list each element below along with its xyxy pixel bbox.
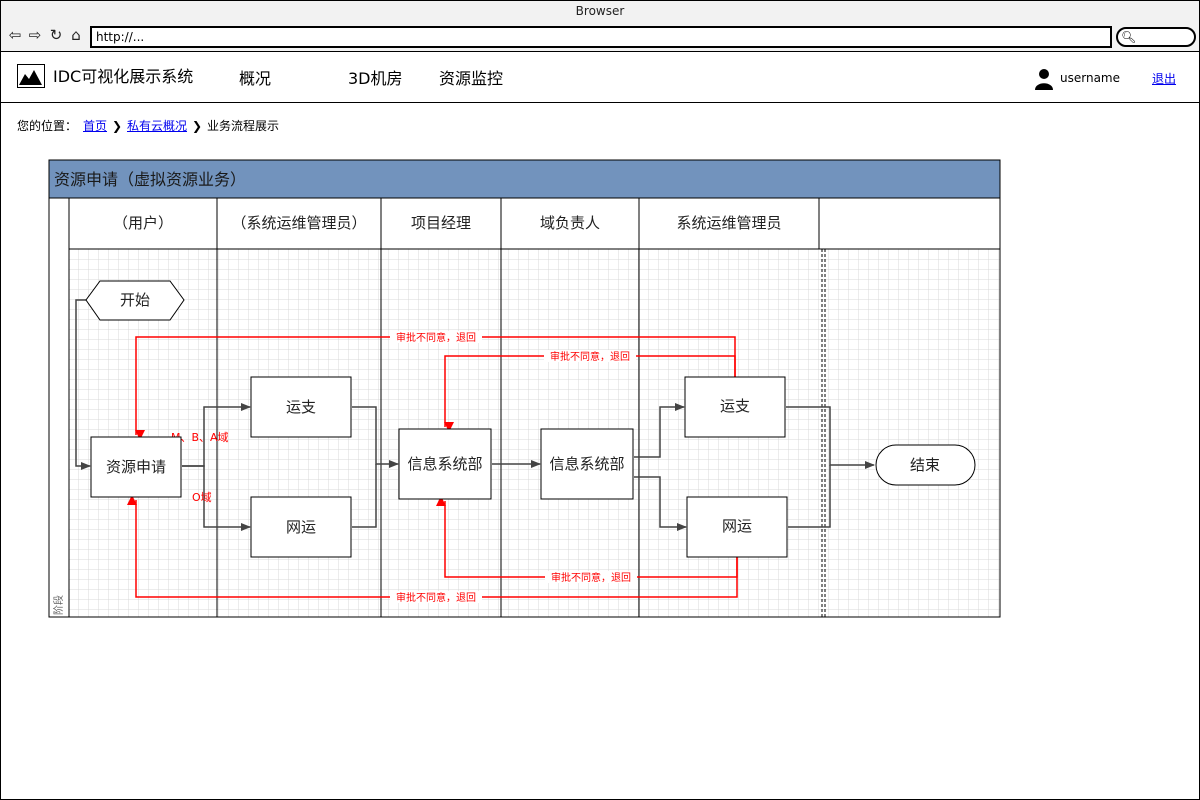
flow-apply-to-wangyun	[182, 465, 251, 531]
browser-toolbar: ⇦ ⇨ ↻ ⌂ http://... 🔍︎	[1, 22, 1199, 52]
node-apply[interactable]	[90, 436, 182, 498]
stage-label: 阶段	[52, 595, 65, 615]
nav-3d-room[interactable]: 3D机房	[348, 69, 403, 88]
lane-header-user: （用户）	[113, 214, 173, 232]
app-title: IDC可视化展示系统	[53, 67, 194, 86]
flow-start-to-apply	[75, 299, 91, 470]
home-icon[interactable]: ⌂	[71, 26, 81, 44]
lane-header-project-manager: 项目经理	[411, 214, 471, 232]
edge-label-bg	[390, 591, 482, 603]
diagram-border	[48, 197, 1001, 618]
node-end[interactable]	[875, 444, 976, 486]
nav-overview[interactable]: 概况	[239, 69, 272, 88]
url-input[interactable]: http://...	[90, 26, 1112, 48]
node-info-1[interactable]	[398, 428, 492, 500]
edge-label-bg	[545, 571, 637, 583]
logo-icon	[17, 64, 45, 88]
swimlane-diagram: 资源申请（虚拟资源业务） （用户） （系统运维管理员） 项目经理 域负责人 系统…	[48, 159, 1001, 618]
node-yunzhi-1-label: 运支	[286, 398, 316, 416]
nav-resource-monitor[interactable]: 资源监控	[439, 69, 504, 88]
breadcrumb-private-cloud[interactable]: 私有云概况	[127, 119, 188, 133]
search-input[interactable]: 🔍︎	[1116, 27, 1196, 47]
node-start-label: 开始	[120, 291, 150, 309]
edge-label-mba: M、B、A域	[171, 431, 229, 444]
breadcrumb-prefix: 您的位置：	[17, 119, 78, 133]
user-icon	[1035, 69, 1053, 90]
lane-header-domain-owner: 域负责人	[540, 214, 600, 232]
breadcrumb-home[interactable]: 首页	[83, 119, 108, 133]
node-info-1-label: 信息系统部	[407, 455, 482, 473]
flow-wangyun-to-info	[352, 464, 377, 528]
edge-label-reject: 审批不同意，退回	[551, 571, 631, 584]
edge-label-reject: 审批不同意，退回	[550, 350, 630, 363]
diagram-title: 资源申请（虚拟资源业务）	[54, 170, 246, 189]
flow-info-to-wangyun2	[634, 476, 687, 531]
window-title: Browser	[1, 1, 1199, 23]
node-yunzhi-2-label: 运支	[720, 397, 750, 415]
edge-label-bg	[544, 350, 636, 362]
chevron-right-icon: ❯	[192, 119, 203, 133]
edge-label-o: O域	[192, 491, 212, 504]
node-yunzhi-1[interactable]	[250, 376, 352, 438]
node-wangyun-2[interactable]	[686, 496, 788, 558]
edge-label-bg	[390, 331, 482, 343]
breadcrumb-current: 业务流程展示	[207, 119, 280, 133]
flow-wangyun2-to-end	[788, 465, 831, 528]
lane-header-sysadmin-1: （系统运维管理员）	[231, 214, 366, 232]
search-icon: 🔍︎	[1121, 30, 1137, 44]
node-end-label: 结束	[910, 456, 940, 474]
back-icon[interactable]: ⇦	[8, 26, 22, 44]
chevron-right-icon: ❯	[112, 119, 123, 133]
edge-label-reject: 审批不同意，退回	[396, 591, 476, 604]
lane-header-sysadmin-2: 系统运维管理员	[676, 214, 781, 232]
node-apply-label: 资源申请	[106, 458, 166, 476]
reload-icon[interactable]: ↻	[49, 26, 63, 44]
flow-yunzhi2-to-end	[786, 406, 875, 469]
node-start[interactable]	[85, 280, 185, 321]
app-header: IDC可视化展示系统 概况 3D机房 资源监控 username 退出	[1, 52, 1199, 103]
logout-link[interactable]: 退出	[1152, 72, 1177, 86]
grid-area	[69, 249, 1000, 617]
node-yunzhi-2[interactable]	[684, 376, 786, 438]
flow-yunzhi-to-info	[352, 406, 399, 468]
edge-label-reject: 审批不同意，退回	[396, 331, 476, 344]
node-info-2[interactable]	[540, 428, 634, 500]
node-wangyun-2-label: 网运	[722, 517, 752, 535]
node-wangyun-1-label: 网运	[286, 518, 316, 536]
forward-icon[interactable]: ⇨	[28, 26, 42, 44]
node-wangyun-1[interactable]	[250, 496, 352, 558]
node-info-2-label: 信息系统部	[549, 455, 624, 473]
flow-info-to-yunzhi2	[634, 403, 685, 458]
username-label: username	[1060, 71, 1120, 85]
